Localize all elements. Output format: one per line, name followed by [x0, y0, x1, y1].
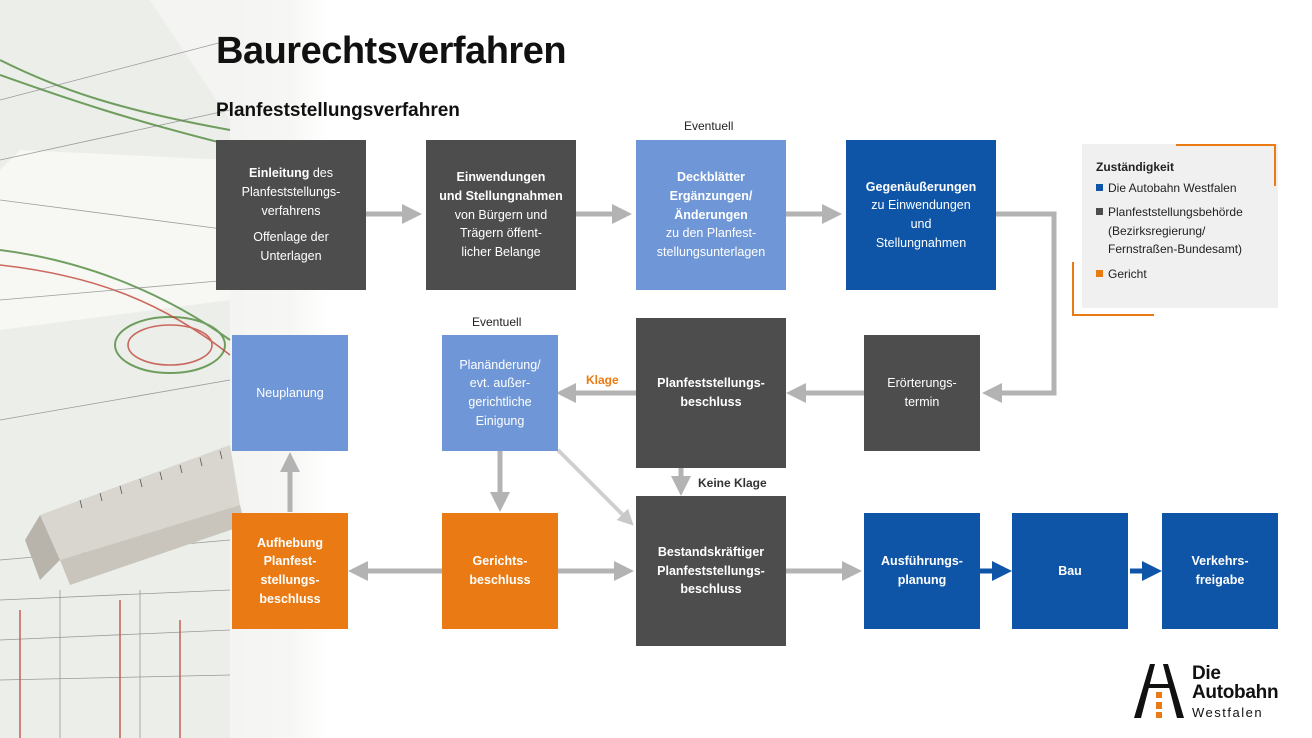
box-gerichtsbeschluss: Gerichts-beschluss — [442, 513, 558, 629]
arrow-planaenderung-bestandskraeftig — [556, 448, 634, 526]
box-ausfuehrungsplanung: Ausführungs-planung — [864, 513, 980, 629]
logo-text-die: Die — [1192, 662, 1221, 684]
legend-title: Zuständigkeit — [1096, 160, 1175, 174]
page-subtitle: Planfeststellungsverfahren — [216, 100, 460, 121]
legend-item-gericht: Gericht — [1096, 265, 1278, 284]
box-eroerterungstermin: Erörterungs-termin — [864, 335, 980, 451]
autobahn-logo: Die Autobahn Westfalen — [1134, 662, 1279, 720]
legend-item-behoerde: Planfeststellungsbehörde (Bezirksregieru… — [1096, 203, 1278, 259]
box-bau: Bau — [1012, 513, 1128, 629]
note-keine-klage: Keine Klage — [698, 476, 767, 490]
arrow-gegenaeusserungen-eroerterung — [982, 211, 1057, 403]
legend-frame-bottom-left — [1072, 262, 1154, 316]
note-klage: Klage — [586, 373, 619, 387]
note-eventuell-middle: Eventuell — [472, 315, 522, 329]
legend-swatch-orange — [1096, 269, 1103, 277]
logo-text-autobahn: Autobahn — [1192, 681, 1279, 703]
box-verkehrsfreigabe: Verkehrs-freigabe — [1162, 513, 1278, 629]
legend-swatch-blue — [1096, 183, 1103, 191]
page-title: Baurechtsverfahren — [216, 30, 567, 72]
legend: Zuständigkeit Die Autobahn Westfalen Pla… — [1082, 144, 1278, 308]
legend-item-autobahn: Die Autobahn Westfalen — [1096, 179, 1278, 198]
logo-text-westfalen: Westfalen — [1192, 704, 1264, 720]
autobahn-logo-icon — [1134, 664, 1184, 718]
legend-frame-top-right — [1176, 144, 1276, 186]
box-neuplanung: Neuplanung — [232, 335, 348, 451]
box-planfeststellungsbeschluss: Planfeststellungs-beschluss — [636, 318, 786, 468]
legend-swatch-dark — [1096, 208, 1103, 216]
note-eventuell-top: Eventuell — [684, 119, 734, 133]
